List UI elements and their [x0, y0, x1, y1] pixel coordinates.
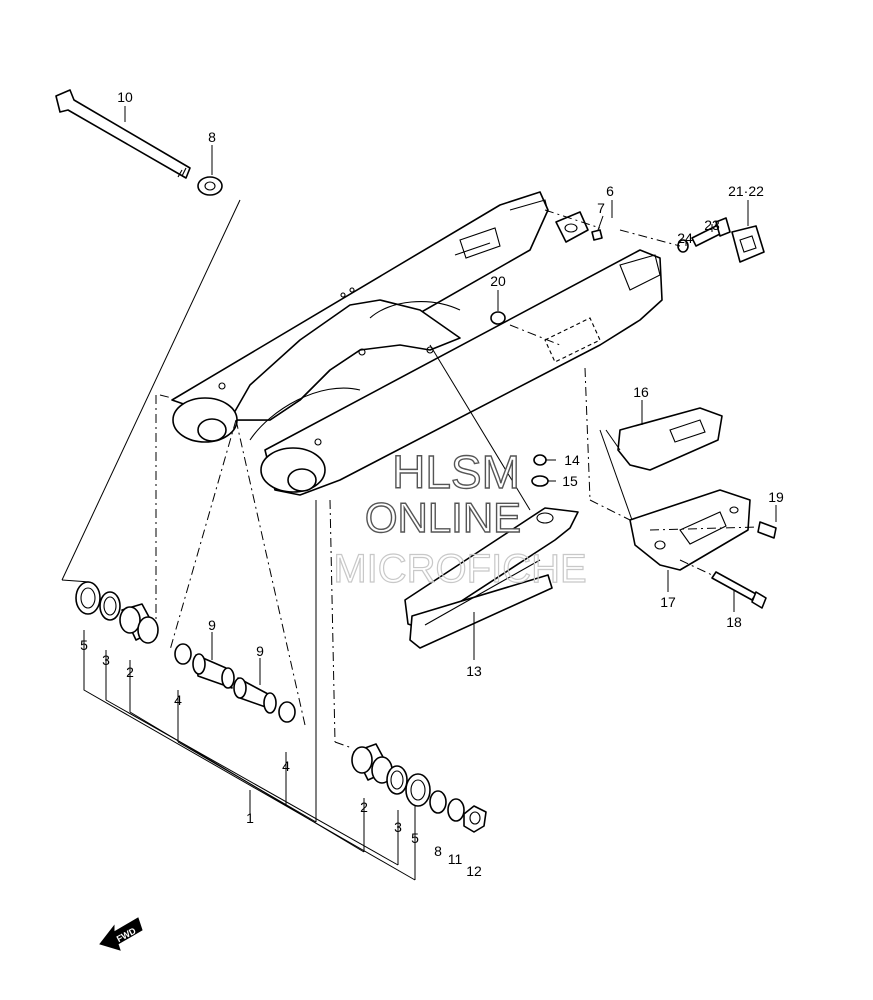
screw-14[interactable] [533, 454, 547, 466]
callout-3-left: 3 [102, 652, 110, 668]
callout-18: 18 [726, 614, 742, 630]
pivot-shaft[interactable] [55, 89, 191, 179]
callout-5-left: 5 [80, 637, 88, 653]
chain-guide-upper[interactable] [617, 407, 723, 471]
chain-adjuster-block[interactable] [731, 225, 765, 263]
chain-slider[interactable] [404, 507, 579, 649]
callout-2-left: 2 [126, 664, 134, 680]
pivot-nut[interactable] [463, 805, 487, 833]
watermark-line-1: HLSM [392, 446, 520, 498]
thrust-washer-left[interactable] [99, 591, 121, 621]
bearing-right[interactable] [351, 743, 393, 784]
callout-5-right: 5 [411, 830, 419, 846]
washer-11[interactable] [447, 798, 465, 822]
callout-23: 23 [704, 217, 720, 233]
callout-19: 19 [768, 489, 784, 505]
callout-10: 10 [117, 89, 133, 105]
callout-13: 13 [466, 663, 482, 679]
fwd-arrow-icon: FWD [99, 917, 143, 951]
callout-7: 7 [597, 200, 605, 216]
nut-20[interactable] [490, 311, 506, 325]
callouts: 10 8 6 7 21·22 23 24 20 16 14 15 19 17 1… [80, 89, 784, 879]
spacer-9-right[interactable] [233, 677, 277, 714]
callout-6: 6 [606, 183, 614, 199]
callout-9-right: 9 [256, 643, 264, 659]
chain-guide[interactable] [629, 489, 751, 571]
callout-8-bottom: 8 [434, 843, 442, 859]
washer-top[interactable] [197, 176, 223, 196]
callout-2-right: 2 [360, 799, 368, 815]
callout-11: 11 [448, 851, 463, 867]
callout-12: 12 [466, 863, 482, 879]
adjuster-plate[interactable] [555, 211, 589, 243]
callout-20: 20 [490, 273, 506, 289]
callout-9-left: 9 [208, 617, 216, 633]
washer-8-bottom[interactable] [429, 790, 447, 814]
callout-21-22: 21·22 [728, 183, 764, 199]
spacer-9-left[interactable] [192, 653, 235, 689]
centre-lines [155, 209, 759, 749]
callout-8-top: 8 [208, 129, 216, 145]
callout-24: 24 [677, 230, 693, 246]
watermark-line-2: ONLINE [365, 494, 521, 541]
washer-4-right[interactable] [278, 701, 296, 723]
washer-15[interactable] [531, 475, 549, 487]
oil-seal-left[interactable] [75, 581, 101, 615]
watermark: HLSM ONLINE MICROFICHE [333, 445, 588, 591]
callout-4-left: 4 [174, 692, 182, 708]
callout-15: 15 [562, 473, 578, 489]
screw-small[interactable] [591, 229, 603, 241]
callout-16: 16 [633, 384, 649, 400]
bolt-19[interactable] [757, 521, 777, 539]
washer-4-left[interactable] [174, 643, 192, 665]
bearing-left[interactable] [119, 603, 159, 644]
callout-14: 14 [564, 452, 580, 468]
callout-4-right: 4 [282, 758, 290, 774]
thrust-washer-right[interactable] [386, 765, 408, 795]
callout-3-right: 3 [394, 819, 402, 835]
watermark-line-3: MICROFICHE [333, 547, 586, 591]
callout-1: 1 [246, 810, 254, 826]
leader-lines [61, 106, 777, 881]
bolt-18[interactable] [711, 571, 767, 609]
swingarm[interactable] [171, 191, 663, 496]
oil-seal-right[interactable] [405, 773, 431, 807]
callout-17: 17 [660, 594, 676, 610]
adjuster-bolt[interactable] [691, 217, 731, 247]
